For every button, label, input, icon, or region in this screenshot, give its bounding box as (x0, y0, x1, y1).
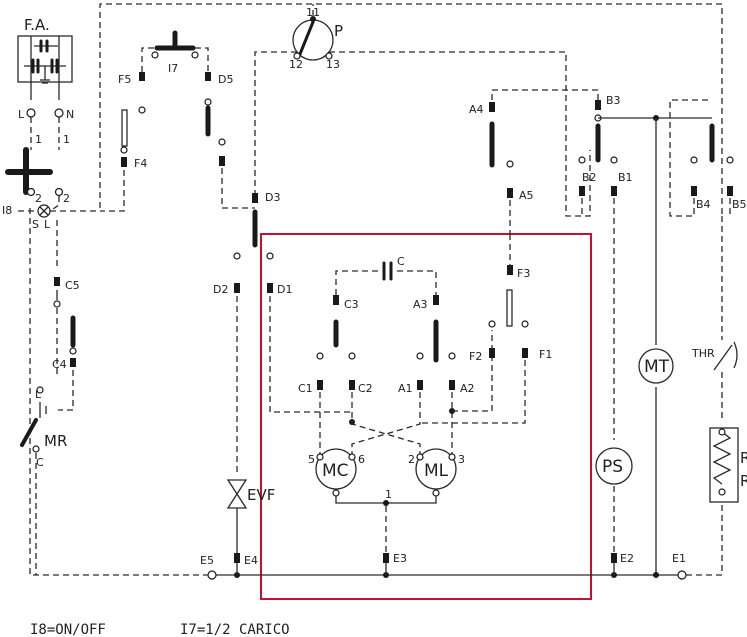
label-s: S (32, 218, 39, 231)
label-e2: E2 (620, 552, 634, 565)
label-n: N (66, 108, 74, 121)
label-mc6: 6 (358, 453, 365, 466)
legend-right: I7=1/2 CARICO (180, 622, 290, 637)
label-c3: C3 (344, 298, 359, 311)
label-f1: F1 (539, 348, 552, 361)
label-evf: EVF (247, 486, 275, 504)
label-n1: 1 (385, 488, 392, 501)
label-ml2: 2 (408, 453, 415, 466)
label-c5: C5 (65, 279, 80, 292)
label-b1: B1 (618, 171, 633, 184)
label-ml: ML (424, 461, 449, 481)
label-ps: PS (602, 457, 623, 477)
d-switches (233, 193, 352, 476)
label-two-r: 2 (63, 192, 70, 205)
label-a5: A5 (519, 189, 534, 202)
label-p12: 12 (289, 58, 303, 71)
labels: F.A. L N 1 1 I8 2 2 S L F5 I7 D5 F4 P 11… (2, 6, 747, 637)
upper-left-switches (100, 30, 255, 212)
label-ml3: 3 (458, 453, 465, 466)
label-p11: 11 (306, 6, 320, 19)
motor-switch-section (316, 261, 493, 456)
label-b3: B3 (606, 94, 621, 107)
label-f5: F5 (118, 73, 131, 86)
main-switch-i8 (5, 147, 100, 218)
label-e3: E3 (393, 552, 407, 565)
label-f4: F4 (134, 157, 147, 170)
label-d5: D5 (218, 73, 233, 86)
label-mr-l: L (35, 388, 42, 401)
label-b4: B4 (696, 198, 711, 211)
bottom-bus (207, 563, 687, 580)
label-p: P (334, 22, 343, 40)
legend-left: I8=ON/OFF (30, 622, 106, 637)
label-c4: C4 (52, 358, 67, 371)
label-fa: F.A. (24, 16, 50, 34)
ps-switch (595, 447, 633, 485)
highlight-box (260, 233, 592, 600)
label-d1: D1 (277, 283, 292, 296)
label-thr: THR (691, 347, 715, 360)
label-d2: D2 (213, 283, 228, 296)
label-one-r: 1 (63, 133, 70, 146)
label-b2: B2 (582, 171, 597, 184)
label-r2: R (740, 472, 747, 490)
label-d3: D3 (265, 191, 280, 204)
label-mr: MR (44, 432, 67, 450)
label-two-l: 2 (35, 192, 42, 205)
label-e1: E1 (672, 552, 686, 565)
label-f2: F2 (469, 350, 482, 363)
label-f3: F3 (517, 267, 530, 280)
label-r1: R (740, 449, 747, 467)
label-i7: I7 (168, 62, 178, 75)
programmer-p (254, 4, 591, 217)
outer-dashed-frame (29, 3, 723, 576)
label-mr-c: C (36, 456, 44, 469)
label-e5: E5 (200, 554, 214, 567)
label-mc: MC (322, 461, 349, 481)
label-a2: A2 (460, 382, 475, 395)
label-a4: A4 (469, 103, 484, 116)
thermostat-resistor (709, 216, 739, 503)
label-b5: B5 (732, 198, 747, 211)
label-one-l: 1 (35, 133, 42, 146)
label-i18: I8 (2, 204, 12, 217)
right-upper-switches (489, 89, 734, 575)
left-branch (20, 220, 77, 575)
label-c1: C1 (298, 382, 313, 395)
label-mc5: 5 (308, 453, 315, 466)
label-cap-c: C (397, 255, 405, 268)
f-switches (420, 234, 529, 424)
label-a3: A3 (413, 298, 428, 311)
label-a1: A1 (398, 382, 413, 395)
label-l-small: L (44, 218, 51, 231)
label-mt: MT (644, 357, 670, 377)
label-l: L (18, 108, 25, 121)
label-e4: E4 (244, 554, 258, 567)
label-c2: C2 (358, 382, 373, 395)
evf-valve (226, 479, 248, 563)
label-p13: 13 (326, 58, 340, 71)
motors (315, 448, 457, 563)
mt-motor (638, 348, 674, 384)
filter-block (17, 35, 73, 150)
